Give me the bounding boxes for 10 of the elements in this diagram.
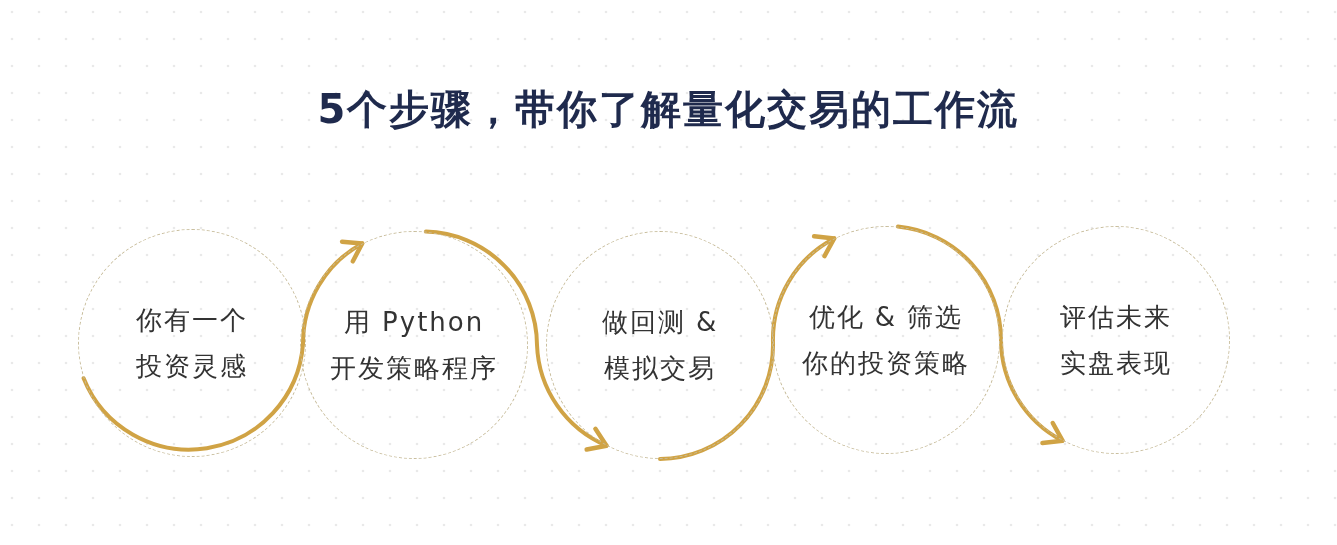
curved-arrow [658,235,837,461]
curved-arrow [423,229,609,451]
step-text: 评估未来实盘表现 [1059,301,1173,380]
step-text: 你有一个投资灵感 [135,304,249,383]
step-text: 做回测 & 模拟交易 [600,306,720,385]
step-text: 优化 & 筛选你的投资策略 [801,301,971,380]
title: 5个步骤，带你了解量化交易的工作流 [316,85,1021,134]
curved-arrow [895,224,1065,444]
curved-arrow [81,240,365,452]
step-text: 用 Python 开发策略程序 [329,306,499,385]
